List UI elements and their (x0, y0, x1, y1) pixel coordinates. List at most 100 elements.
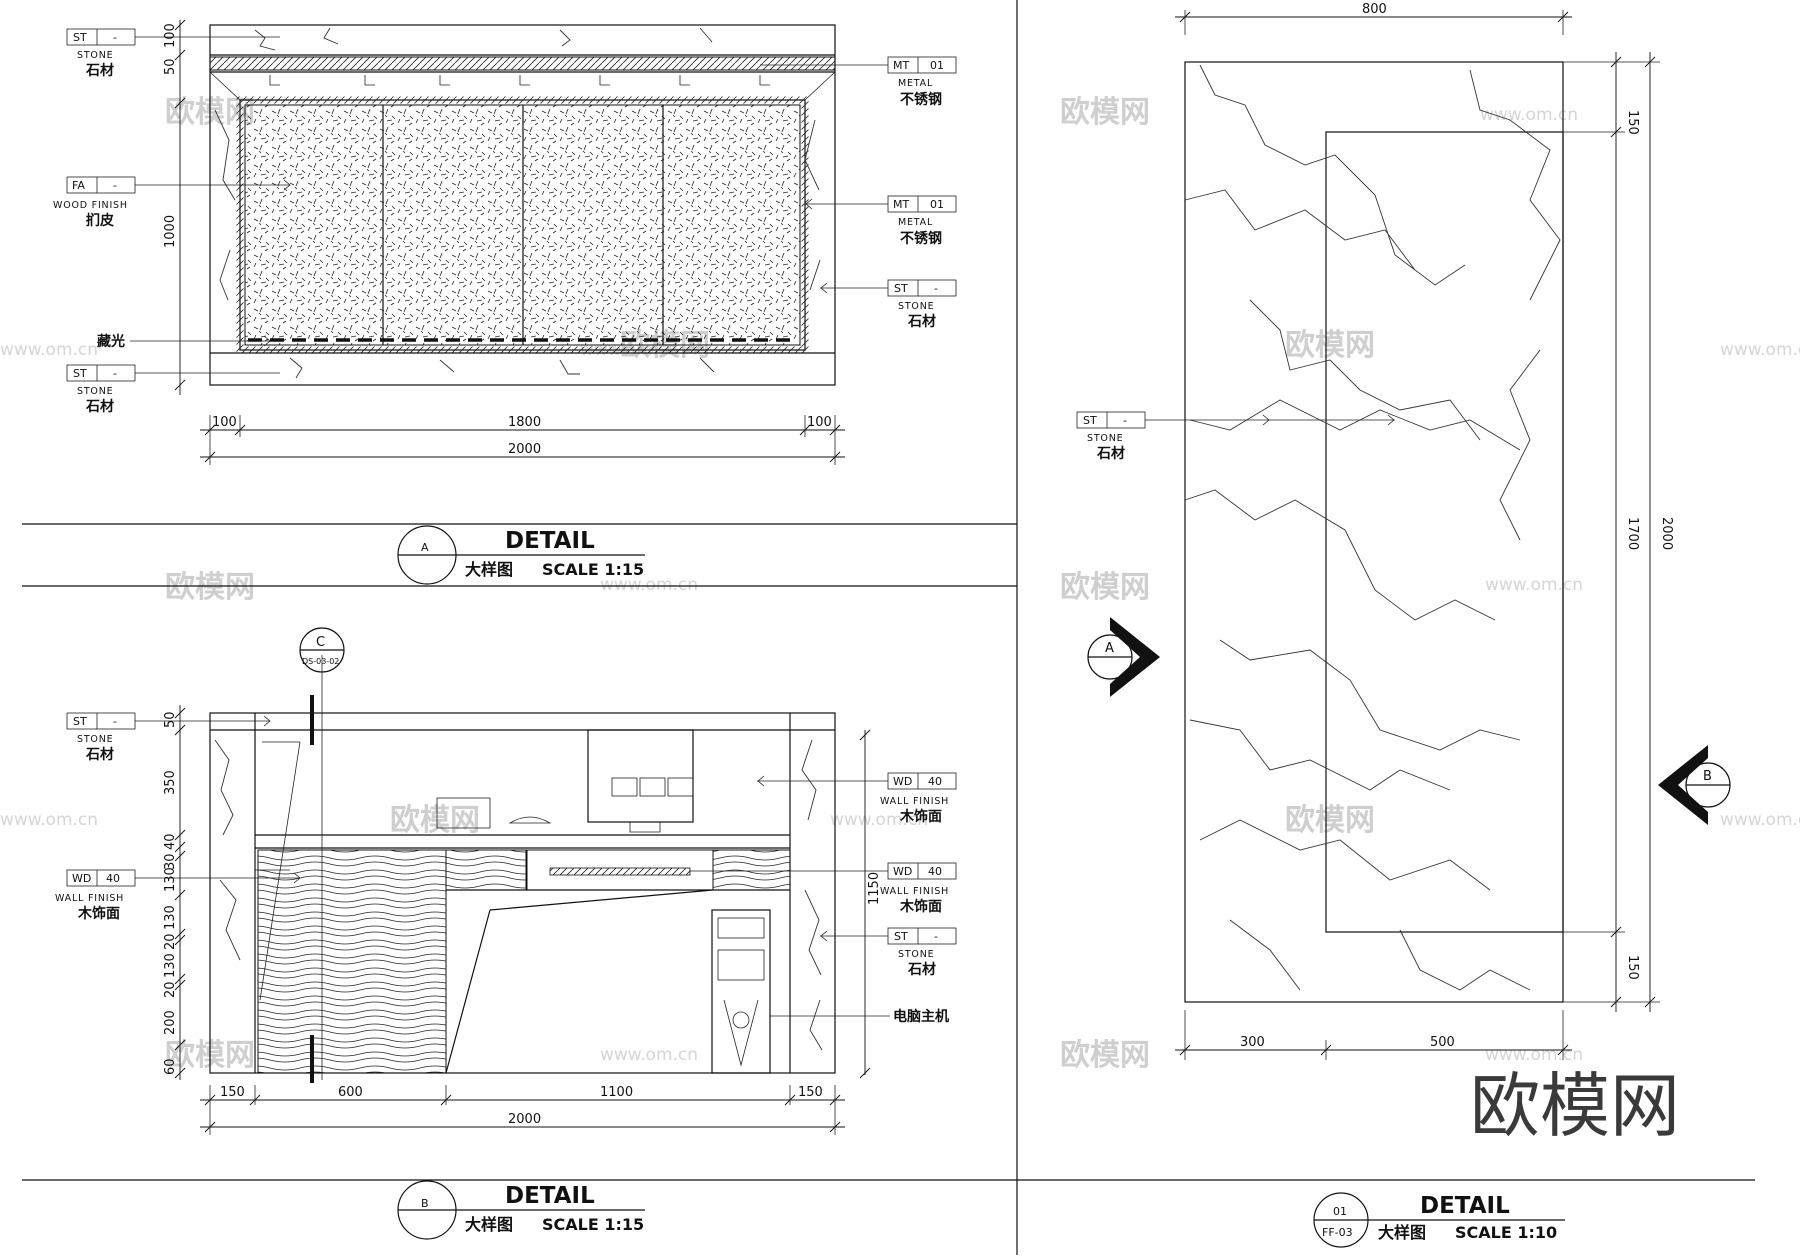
svg-text:500: 500 (1430, 1035, 1455, 1050)
svg-text:藏光: 藏光 (97, 333, 125, 350)
detail-a-bubble: A (421, 541, 429, 554)
svg-text:800: 800 (1362, 2, 1387, 17)
svg-text:电脑主机: 电脑主机 (893, 1008, 949, 1025)
svg-text:石材: 石材 (85, 746, 114, 763)
watermark-url: www.om.cn (1485, 575, 1583, 595)
svg-text:B: B (1703, 769, 1712, 784)
detail-a-title: DETAIL (505, 528, 595, 554)
svg-text:ST: ST (894, 930, 908, 943)
svg-text:木饰面: 木饰面 (899, 898, 942, 915)
svg-text:SCALE 1:10: SCALE 1:10 (1455, 1223, 1557, 1242)
watermark-logo: 欧模网 (1470, 1065, 1680, 1147)
svg-text:扪皮: 扪皮 (86, 212, 114, 229)
watermark: 欧模网 (1060, 95, 1150, 130)
svg-text:MT: MT (893, 198, 909, 211)
svg-text:不锈钢: 不锈钢 (900, 91, 942, 108)
tag-metal-a-mid: MT 01 METAL 不锈钢 (805, 195, 957, 247)
detail-b-bubble: B (421, 1197, 429, 1210)
svg-text:C: C (316, 635, 325, 650)
svg-text:150: 150 (220, 1085, 245, 1100)
svg-text:不锈钢: 不锈钢 (900, 230, 942, 247)
svg-text:100: 100 (212, 415, 237, 430)
svg-text:DS-03-02: DS-03-02 (302, 657, 339, 666)
detail-01-bubble-top: 01 (1333, 1205, 1347, 1218)
svg-text:1100: 1100 (600, 1085, 633, 1100)
detail-b-title-block: B DETAIL 大样图 SCALE 1:15 (397, 1180, 645, 1240)
watermark-url: www.om.cn (0, 810, 98, 830)
svg-text:ST: ST (73, 31, 87, 44)
svg-text:WD: WD (893, 865, 912, 878)
watermark-url: www.om.cn (0, 340, 98, 360)
svg-text:2000: 2000 (508, 1112, 541, 1127)
note-hidden-light: 藏光 (97, 333, 271, 350)
watermark-url: www.om.cn (1720, 810, 1800, 830)
svg-text:METAL: METAL (898, 78, 933, 89)
svg-text:-: - (113, 31, 117, 44)
svg-text:-: - (934, 930, 938, 943)
svg-text:ST: ST (1083, 414, 1097, 427)
svg-text:300: 300 (1240, 1035, 1265, 1050)
svg-text:石材: 石材 (85, 62, 114, 79)
detail-01-bubble-bottom: FF-03 (1322, 1226, 1353, 1239)
svg-text:大样图: 大样图 (465, 1215, 513, 1234)
svg-text:1150: 1150 (867, 872, 882, 905)
detail-01-drawing (1184, 61, 1564, 1003)
svg-text:130: 130 (163, 867, 178, 892)
svg-text:20: 20 (163, 981, 178, 998)
svg-text:STONE: STONE (77, 50, 113, 61)
svg-text:STONE: STONE (77, 386, 113, 397)
svg-text:20: 20 (163, 933, 178, 950)
svg-text:150: 150 (1625, 110, 1640, 135)
svg-text:STONE: STONE (1087, 433, 1123, 444)
svg-text:WD: WD (893, 775, 912, 788)
svg-text:50: 50 (163, 58, 178, 75)
svg-text:ST: ST (73, 715, 87, 728)
detail-b-dimensions: 50 350 40 30 130 130 20 130 20 200 60 11… (163, 705, 882, 1135)
watermark: 欧模网 (1060, 1038, 1150, 1073)
svg-text:150: 150 (798, 1085, 823, 1100)
svg-text:木饰面: 木饰面 (77, 905, 120, 922)
svg-text:SCALE 1:15: SCALE 1:15 (542, 1215, 644, 1234)
watermark-url: www.om.cn (1480, 105, 1578, 125)
svg-text:-: - (113, 367, 117, 380)
svg-text:30: 30 (163, 853, 178, 870)
svg-text:200: 200 (163, 1010, 178, 1035)
watermark: 欧模网 (165, 570, 255, 605)
svg-text:-: - (113, 179, 117, 192)
svg-text:1700: 1700 (1625, 517, 1640, 550)
svg-text:METAL: METAL (898, 217, 933, 228)
detail-01-title: DETAIL (1420, 1193, 1510, 1219)
watermark-layer: 欧模网 欧模网 www.om.cn 欧模网 欧模网 www.om.cn www.… (0, 95, 1800, 1073)
svg-text:ST: ST (73, 367, 87, 380)
note-pc-host: 电脑主机 (770, 1008, 949, 1025)
svg-text:40: 40 (163, 833, 178, 850)
detail-a-dimensions: 50 100 1000 100 1800 100 2000 (163, 19, 845, 465)
svg-text:40: 40 (106, 872, 120, 885)
watermark-url: www.om.cn (830, 810, 928, 830)
svg-text:2000: 2000 (508, 442, 541, 457)
svg-text:150: 150 (1625, 955, 1640, 980)
svg-text:50: 50 (163, 711, 178, 728)
svg-text:A: A (1105, 641, 1114, 656)
watermark-url: www.om.cn (1485, 1045, 1583, 1065)
section-mark-c: C DS-03-02 (299, 627, 345, 673)
svg-text:WD: WD (72, 872, 91, 885)
svg-text:-: - (1123, 414, 1127, 427)
detail-b-title: DETAIL (505, 1183, 595, 1209)
detail-a-title-block: A DETAIL 大样图 SCALE 1:15 (397, 525, 645, 585)
watermark: 欧模网 (390, 803, 480, 838)
detail-a-drawing (209, 24, 836, 386)
svg-text:石材: 石材 (1096, 445, 1125, 462)
svg-text:01: 01 (930, 198, 944, 211)
svg-text:1000: 1000 (163, 215, 178, 248)
watermark: 欧模网 (1285, 328, 1375, 363)
svg-text:大样图: 大样图 (1378, 1223, 1426, 1242)
svg-text:40: 40 (928, 775, 942, 788)
